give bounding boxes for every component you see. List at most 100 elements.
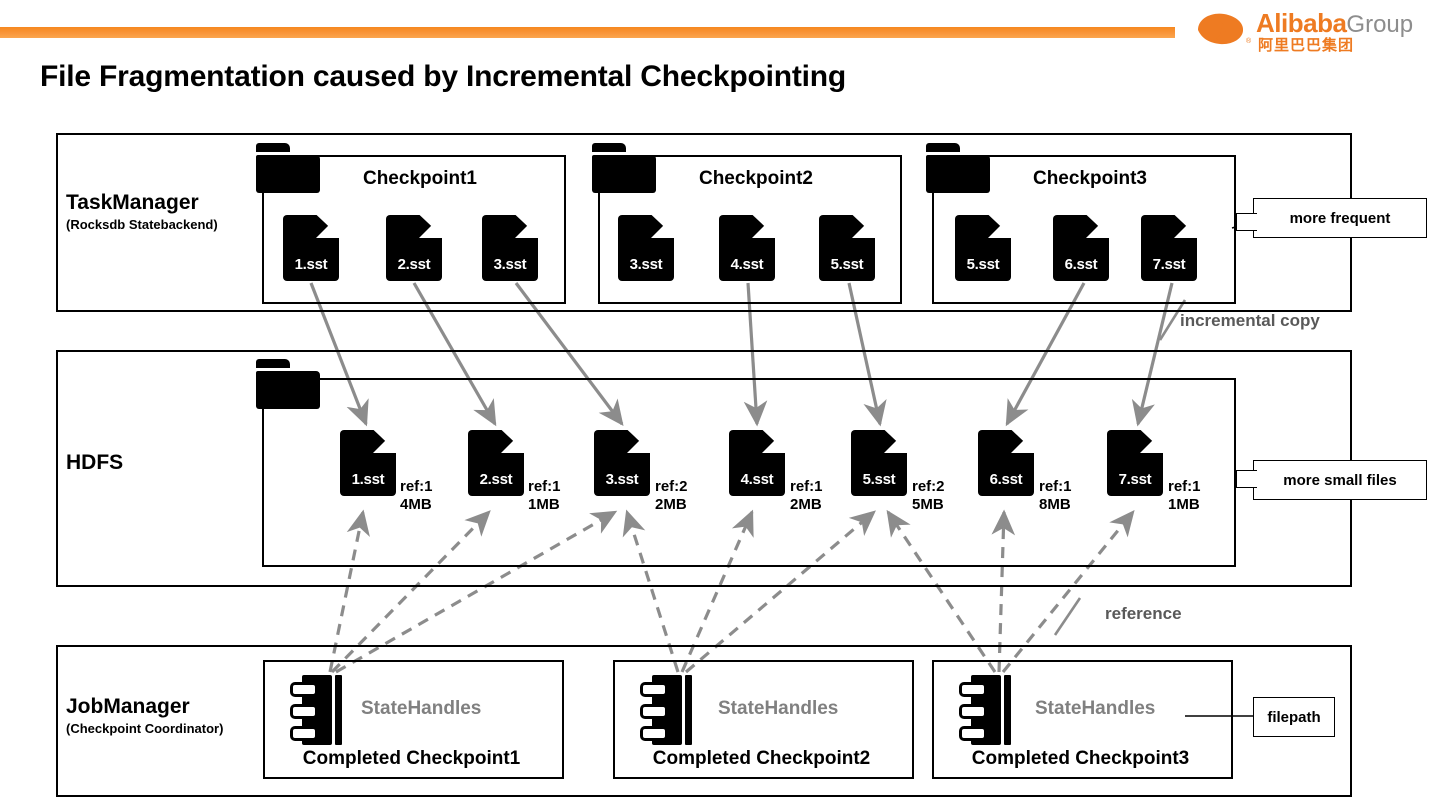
jobmanager-layer-frame [56, 645, 1352, 797]
hdfs-sst-label: 3.sst [605, 471, 639, 488]
tm-sst-label: 1.sst [294, 256, 328, 273]
tm-sst-file[interactable]: 1.sst [283, 215, 339, 281]
taskmanager-label: TaskManager (Rocksdb Statebackend) [66, 191, 218, 232]
tm-sst-file[interactable]: 6.sst [1053, 215, 1109, 281]
folder-icon-checkpoint1 [256, 143, 320, 193]
logo-group-text: Group [1346, 11, 1414, 38]
hdfs-file-refcount: ref:1 [1168, 478, 1201, 495]
completed-checkpoint-label: Completed Checkpoint1 [302, 748, 521, 769]
tm-sst-file[interactable]: 4.sst [719, 215, 775, 281]
jobmanager-label: JobManager (Checkpoint Coordinator) [66, 695, 224, 737]
statehandles-label: StateHandles [1035, 698, 1156, 719]
page-title: File Fragmentation caused by Incremental… [40, 60, 847, 93]
alibaba-group-logo: AlibabaGroup 阿里巴巴集团 ® [1190, 6, 1435, 54]
folder-icon-checkpoint3 [926, 143, 990, 193]
hdfs-sst-file[interactable]: 3.sst [594, 430, 650, 496]
hdfs-sst-label: 7.sst [1118, 471, 1152, 488]
tm-sst-label: 3.sst [629, 256, 663, 273]
folder-icon-checkpoint2 [592, 143, 656, 193]
folder-icon-hdfs [256, 359, 320, 409]
hdfs-storage-box [262, 378, 1236, 567]
hdfs-sst-label: 2.sst [479, 471, 513, 488]
callout-more-frequent: more frequent [1253, 198, 1427, 238]
callout-filepath: filepath [1253, 697, 1335, 737]
tm-sst-file[interactable]: 3.sst [482, 215, 538, 281]
hdfs-file-size: 2MB [790, 496, 822, 514]
hdfs-file-refcount: ref:1 [528, 478, 561, 495]
edge-label-incremental-copy: incremental copy [1180, 311, 1320, 330]
callout-more-frequent-tail [1236, 213, 1257, 231]
tm-sst-label: 5.sst [830, 256, 864, 273]
tm-sst-file[interactable]: 7.sst [1141, 215, 1197, 281]
hdfs-sst-file[interactable]: 6.sst [978, 430, 1034, 496]
hdfs-file-size: 1MB [528, 496, 560, 514]
hdfs-file-size: 8MB [1039, 496, 1071, 514]
hdfs-file-meta: ref:1 1MB [528, 478, 561, 515]
taskmanager-name: TaskManager [66, 191, 199, 214]
hdfs-file-refcount: ref:1 [790, 478, 823, 495]
hdfs-sst-label: 4.sst [740, 471, 774, 488]
tm-sst-label: 5.sst [966, 256, 1000, 273]
checkpoint-title-1: Checkpoint1 [362, 168, 478, 189]
tm-sst-label: 2.sst [397, 256, 431, 273]
hdfs-sst-label: 6.sst [989, 471, 1023, 488]
hdfs-file-meta: ref:1 2MB [790, 478, 823, 515]
hdfs-file-meta: ref:2 2MB [655, 478, 688, 515]
logo-chinese-text: 阿里巴巴集团 [1258, 37, 1355, 54]
statehandles-label: StateHandles [718, 698, 839, 719]
alibaba-mark-icon [1198, 13, 1244, 45]
hdfs-file-size: 1MB [1168, 496, 1200, 514]
hdfs-file-size: 2MB [655, 496, 687, 514]
notebook-icon [640, 675, 692, 745]
brand-accent-bar [0, 27, 1175, 38]
hdfs-file-refcount: ref:1 [400, 478, 433, 495]
hdfs-sst-label: 5.sst [862, 471, 896, 488]
hdfs-sst-file[interactable]: 5.sst [851, 430, 907, 496]
statehandle-box-1[interactable] [263, 660, 564, 779]
callout-more-frequent-label: more frequent [1289, 209, 1391, 227]
tm-sst-label: 3.sst [493, 256, 527, 273]
jobmanager-subtitle: (Checkpoint Coordinator) [66, 721, 224, 737]
hdfs-file-meta: ref:1 4MB [400, 478, 433, 515]
hdfs-sst-file[interactable]: 7.sst [1107, 430, 1163, 496]
callout-more-small-files-label: more small files [1283, 471, 1397, 489]
hdfs-file-meta: ref:1 8MB [1039, 478, 1072, 515]
logo-wordmark: AlibabaGroup [1256, 8, 1413, 39]
tm-sst-label: 7.sst [1152, 256, 1186, 273]
hdfs-name: HDFS [66, 451, 124, 474]
registered-trademark-icon: ® [1246, 38, 1252, 45]
tm-sst-file[interactable]: 3.sst [618, 215, 674, 281]
callout-more-small-files: more small files [1253, 460, 1427, 500]
hdfs-file-size: 5MB [912, 496, 944, 514]
hdfs-sst-file[interactable]: 1.sst [340, 430, 396, 496]
tm-sst-file[interactable]: 2.sst [386, 215, 442, 281]
hdfs-file-refcount: ref:2 [912, 478, 945, 495]
hdfs-sst-file[interactable]: 4.sst [729, 430, 785, 496]
notebook-icon [290, 675, 342, 745]
callout-more-small-files-tail [1236, 470, 1257, 488]
edge-label-reference: reference [1105, 604, 1182, 623]
checkpoint-title-3: Checkpoint3 [1032, 168, 1148, 189]
tm-sst-file[interactable]: 5.sst [955, 215, 1011, 281]
checkpoint-box-3[interactable] [932, 155, 1236, 304]
jobmanager-name: JobManager [66, 695, 190, 718]
logo-alibaba-text: Alibaba [1256, 8, 1347, 38]
completed-checkpoint-label: Completed Checkpoint2 [652, 748, 871, 769]
notebook-icon [959, 675, 1011, 745]
checkpoint-box-1[interactable] [262, 155, 566, 304]
hdfs-sst-file[interactable]: 2.sst [468, 430, 524, 496]
statehandle-box-3[interactable] [932, 660, 1233, 779]
hdfs-file-meta: ref:1 1MB [1168, 478, 1201, 515]
hdfs-file-meta: ref:2 5MB [912, 478, 945, 515]
checkpoint-title-2: Checkpoint2 [698, 168, 814, 189]
completed-checkpoint-label: Completed Checkpoint3 [971, 748, 1190, 769]
statehandles-label: StateHandles [361, 698, 482, 719]
hdfs-file-refcount: ref:1 [1039, 478, 1072, 495]
callout-filepath-label: filepath [1267, 708, 1321, 726]
checkpoint-box-2[interactable] [598, 155, 902, 304]
tm-sst-label: 6.sst [1064, 256, 1098, 273]
hdfs-label: HDFS [66, 451, 124, 474]
tm-sst-file[interactable]: 5.sst [819, 215, 875, 281]
hdfs-file-size: 4MB [400, 496, 432, 514]
statehandle-box-2[interactable] [613, 660, 914, 779]
